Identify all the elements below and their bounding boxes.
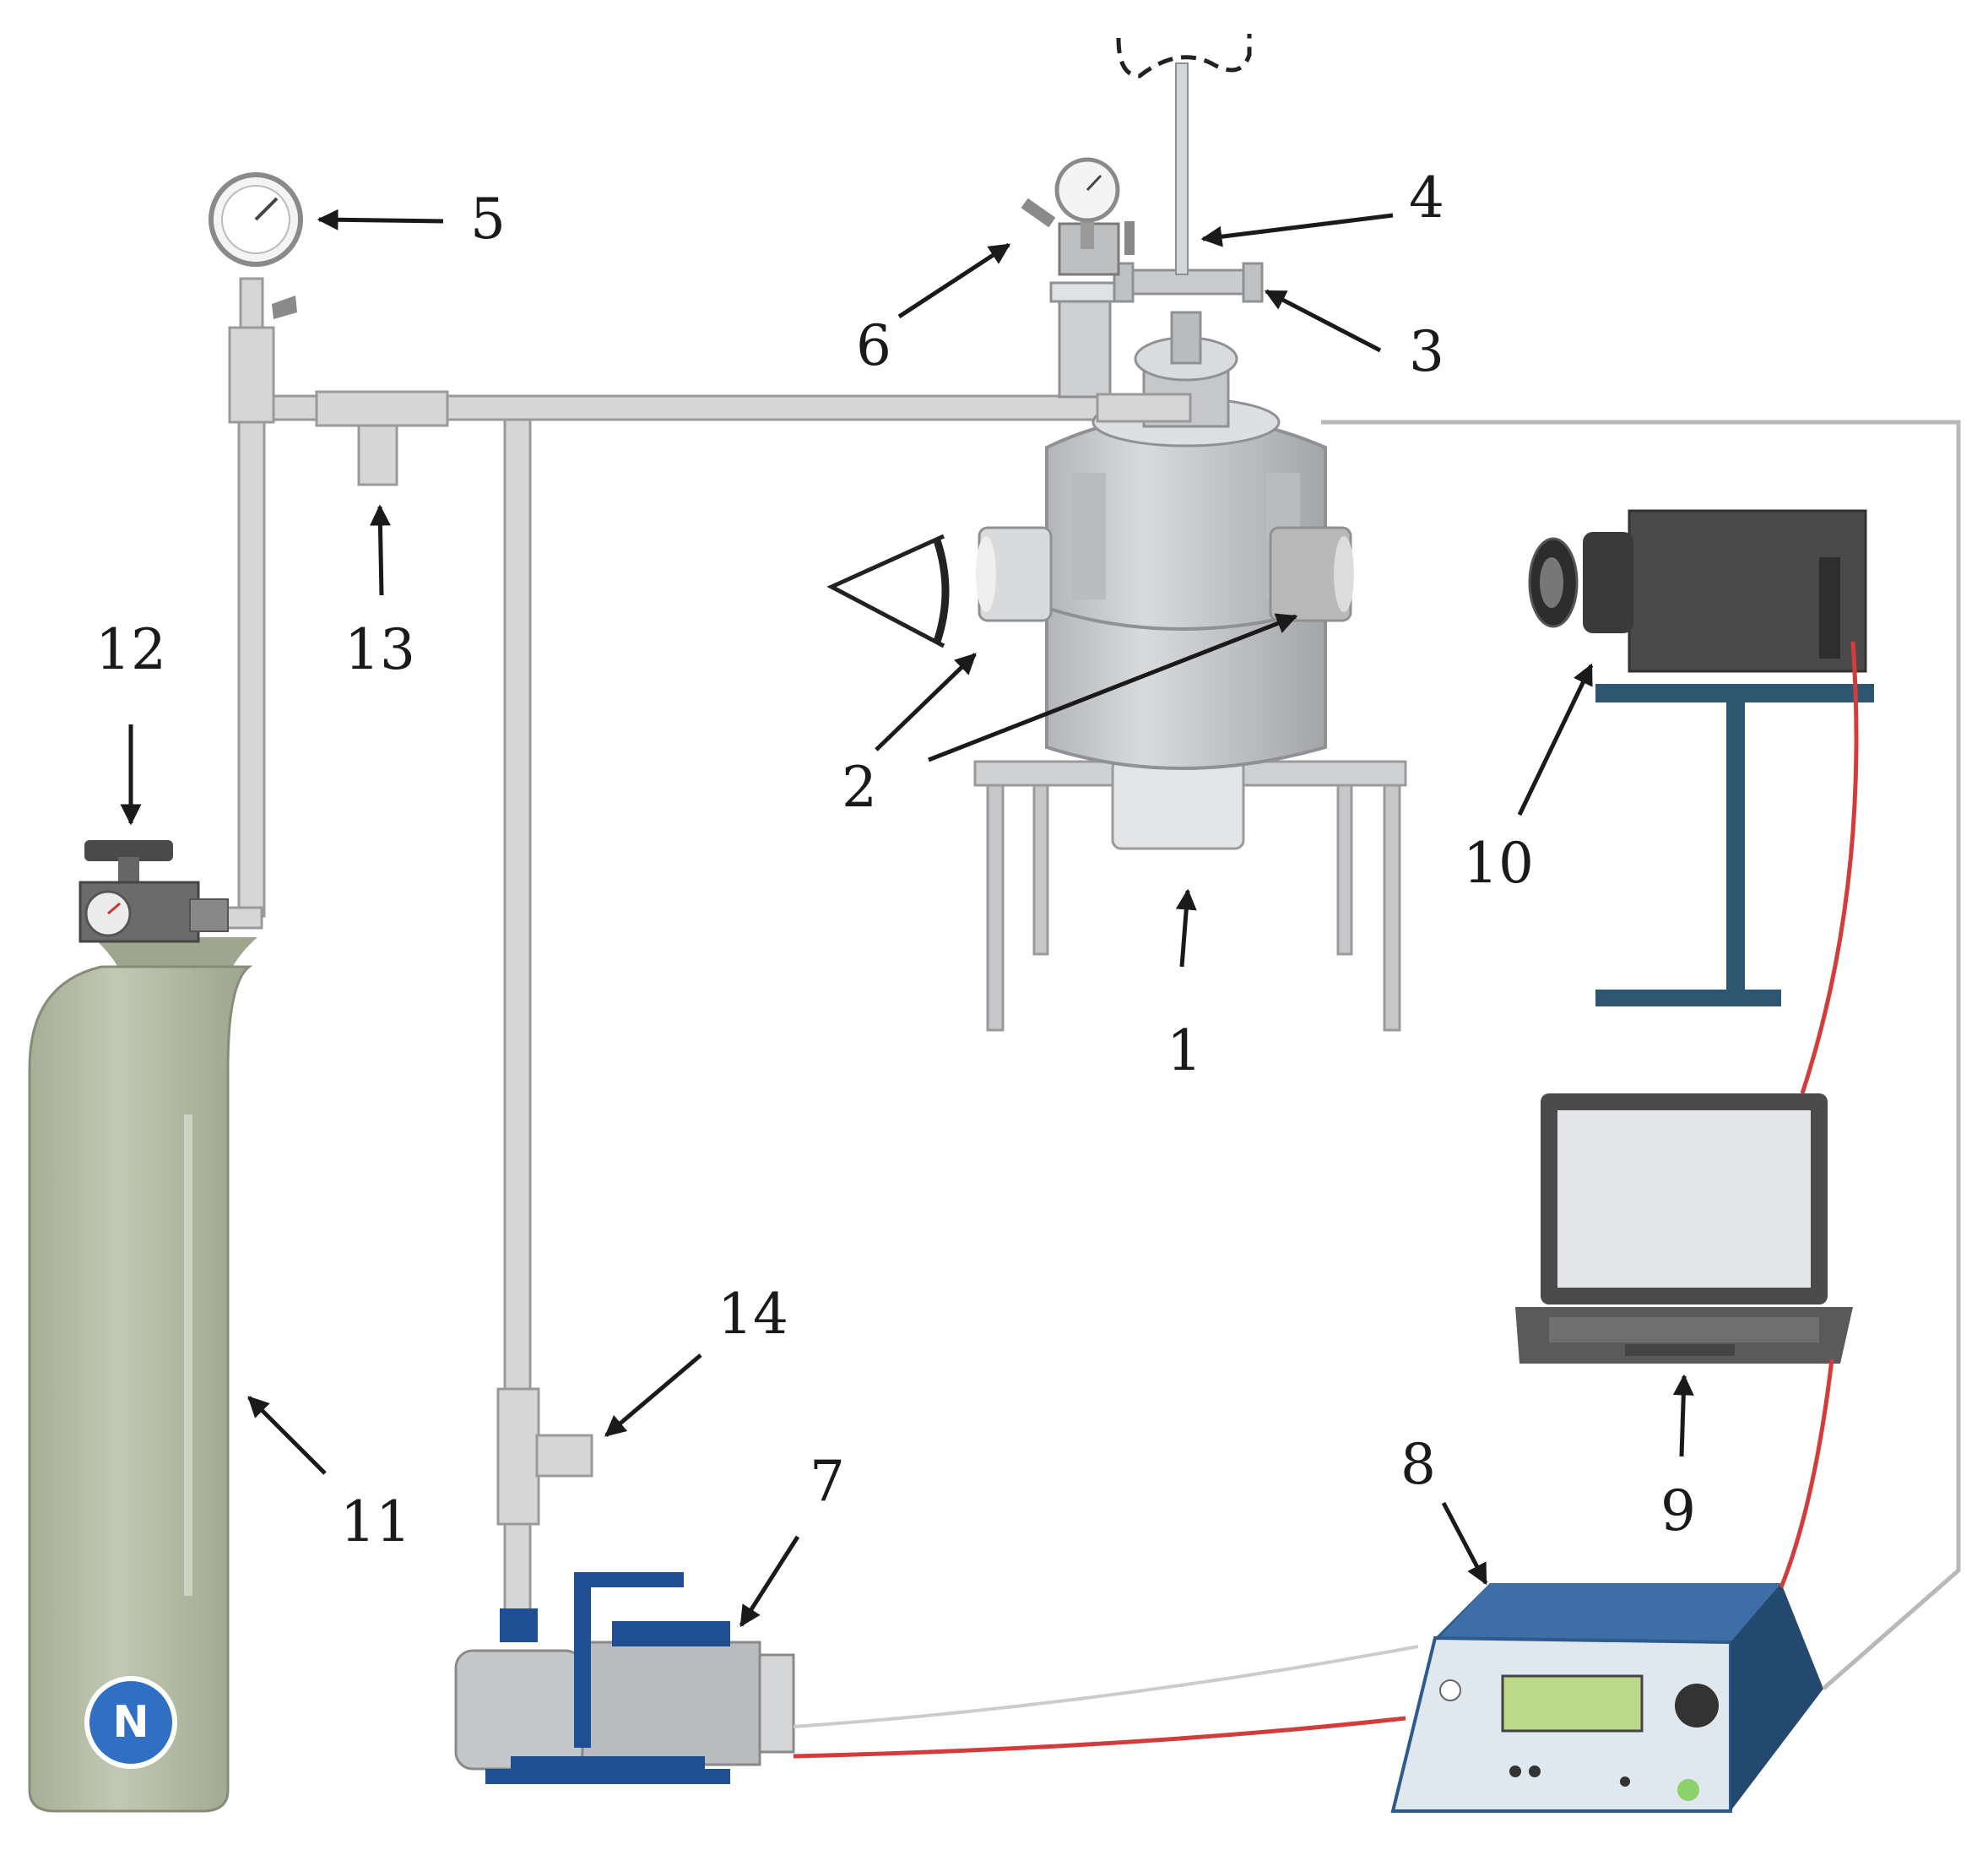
controller-icon — [1390, 1583, 1823, 1813]
pressure-gauge-icon — [209, 172, 303, 319]
callout-6: 6 — [856, 313, 891, 378]
valve-body — [496, 1387, 540, 1526]
cylinder-badge — [84, 1676, 177, 1769]
eye-icon — [826, 534, 950, 648]
callout-labels: 1 2 3 4 5 6 7 8 9 10 11 12 13 14 — [95, 165, 1696, 1554]
camera-stand-top — [1595, 684, 1874, 702]
callout-4: 4 — [1409, 165, 1444, 231]
callout-7: 7 — [810, 1449, 845, 1514]
callout-3: 3 — [1409, 319, 1444, 384]
camera-icon — [1528, 509, 1874, 1006]
camera-cable-red — [1800, 641, 1859, 1094]
cylinder-feed-line — [237, 395, 266, 918]
cylinder-badge-label: N — [112, 1697, 149, 1748]
pump-cable-gray — [793, 1645, 1419, 1728]
wires — [793, 420, 1961, 1759]
callout-9: 9 — [1660, 1478, 1696, 1543]
callout-1: 1 — [1167, 1018, 1202, 1083]
laptop-cable-red — [1779, 1359, 1834, 1588]
controller-display — [1501, 1674, 1644, 1733]
callout-13: 13 — [344, 617, 415, 682]
pressure-vessel — [973, 34, 1407, 1032]
laptop-icon — [1515, 1093, 1853, 1364]
callout-11: 11 — [340, 1489, 411, 1554]
callout-14: 14 — [718, 1282, 788, 1347]
vacuum-pump-icon — [454, 1572, 795, 1784]
pressure-gauge-icon — [1054, 157, 1120, 249]
signal-cable-gray — [1321, 420, 1961, 1690]
callout-12: 12 — [95, 617, 166, 682]
gauge-fitting — [228, 326, 275, 424]
callout-arrows — [120, 209, 1694, 1628]
piping — [218, 277, 1184, 1616]
pump-cable-red — [793, 1716, 1406, 1759]
stirrer-rod — [1175, 62, 1189, 275]
gauge-stem — [239, 277, 264, 331]
valve-outlet — [535, 1434, 593, 1478]
gas-cylinder-icon: N — [28, 840, 257, 1813]
tee-fitting — [315, 390, 449, 427]
callout-5: 5 — [470, 187, 506, 252]
tee-branch — [357, 424, 398, 486]
callout-8: 8 — [1400, 1432, 1436, 1497]
callout-2: 2 — [842, 755, 877, 820]
callout-10: 10 — [1463, 831, 1534, 896]
